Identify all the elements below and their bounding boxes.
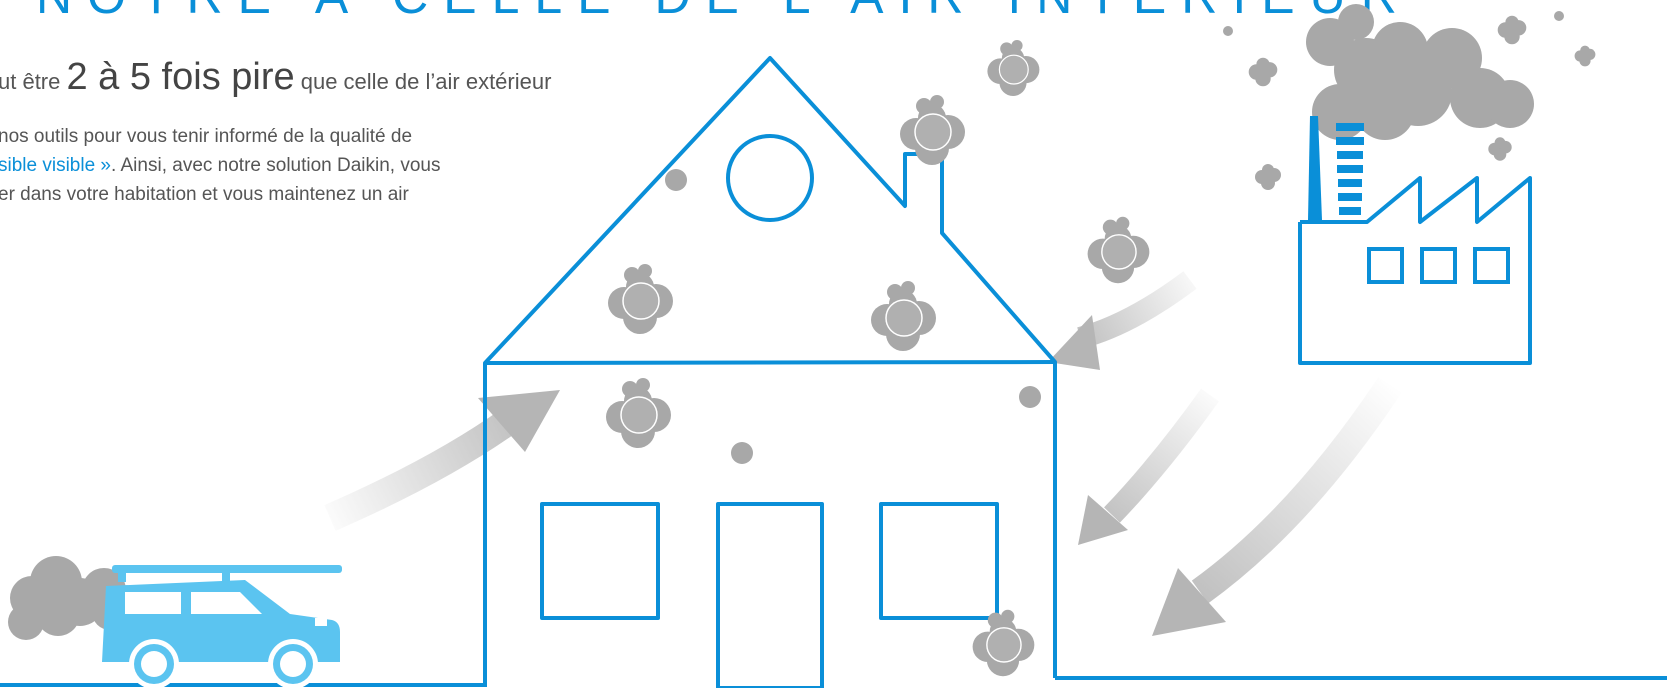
window	[540, 502, 660, 620]
page-title: NOTRE À CELLE DE L'AIR INTÉRIEUR	[36, 0, 1412, 26]
factory-window	[1473, 247, 1510, 284]
car-window	[191, 592, 262, 614]
round-window	[726, 134, 814, 222]
intro-emphasis: 2 à 5 fois pire	[66, 56, 295, 98]
window	[879, 502, 999, 620]
description-line-2: . Ainsi, avec notre solution Daikin, vou…	[111, 155, 441, 176]
car-illustration	[102, 565, 342, 688]
arrow-icon	[1152, 377, 1402, 636]
highlight-link[interactable]: sible visible »	[0, 155, 111, 176]
house-illustration	[483, 56, 1057, 688]
intro-text-start: ut être	[0, 69, 67, 94]
intro-text-end: que celle de l’air extérieur	[294, 69, 552, 94]
car-window	[125, 592, 181, 614]
pollution-cloud-icon	[605, 11, 1596, 677]
factory-window	[1367, 247, 1404, 284]
description-line-3: er dans votre habitation et vous mainten…	[0, 184, 409, 205]
arrow-icon	[1078, 388, 1219, 545]
description-line-1: nos outils pour vous tenir informé de la…	[0, 126, 413, 147]
description-paragraph: nos outils pour vous tenir informé de la…	[0, 122, 441, 209]
arrow-icon	[1048, 271, 1197, 370]
intro-sentence: ut être 2 à 5 fois pire que celle de l’a…	[0, 56, 551, 99]
arrow-icon	[324, 390, 560, 531]
factory-window	[1420, 247, 1457, 284]
factory-illustration	[1298, 116, 1532, 365]
factory-smoke	[1306, 4, 1534, 140]
door	[716, 502, 824, 688]
